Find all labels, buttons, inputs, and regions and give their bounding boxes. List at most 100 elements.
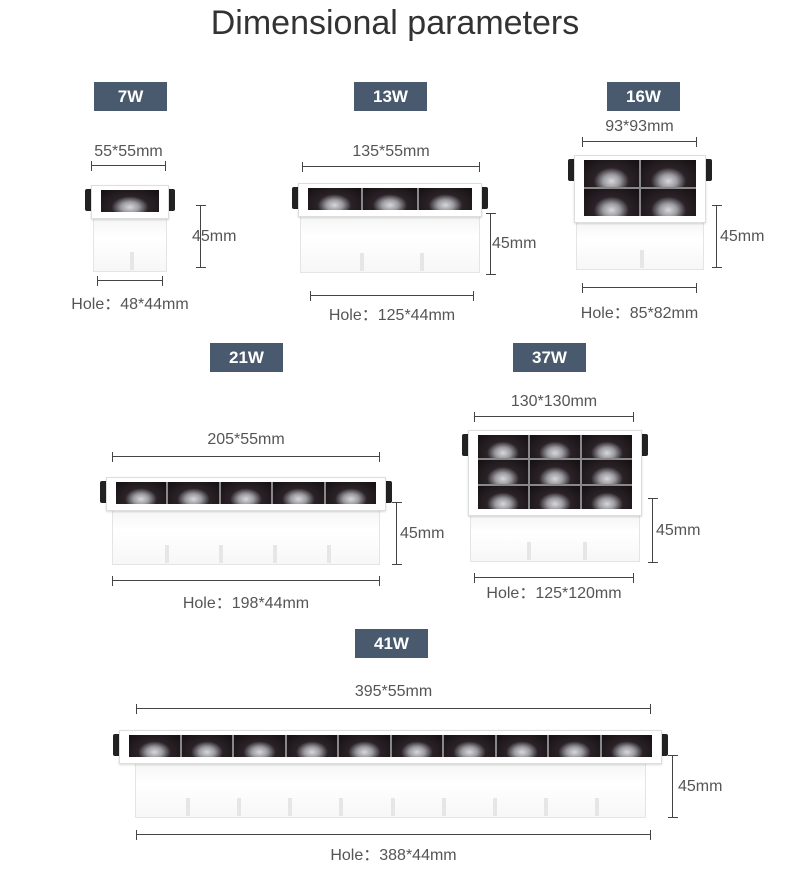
- hole-label: Hole：125*44mm: [328, 307, 456, 324]
- width-dimension-line: [474, 412, 634, 425]
- body-slot: [288, 798, 293, 816]
- led-lens-cell: [363, 188, 417, 210]
- height-label: 45mm: [720, 227, 765, 245]
- fixture-body: [300, 213, 480, 273]
- led-lens-cell: [582, 460, 632, 484]
- height-label: 45mm: [400, 524, 445, 542]
- body-slot: [594, 798, 599, 816]
- led-lens-cell: [478, 460, 528, 484]
- led-lens-cell: [584, 189, 639, 216]
- height-dimension-line: [392, 502, 405, 565]
- body-slot: [186, 798, 191, 816]
- width-label: 55*55mm: [94, 143, 163, 160]
- body-slot: [390, 798, 395, 816]
- led-lens-cell: [530, 485, 580, 509]
- led-lens-cell: [325, 482, 376, 504]
- hole-label: Hole：125*120mm: [486, 585, 622, 602]
- led-module-grid: [308, 188, 472, 210]
- fixture-body: [111, 507, 381, 565]
- spring-clip: [167, 189, 175, 211]
- body-slot: [492, 798, 497, 816]
- width-dimension-line: [91, 161, 166, 174]
- hole-dimension-line: [112, 576, 380, 589]
- height-dimension-line: [648, 498, 661, 563]
- hole-dimension-line: [582, 283, 697, 296]
- led-lens-cell: [391, 735, 442, 757]
- spring-clip: [100, 481, 108, 503]
- led-lens-cell: [582, 435, 632, 459]
- height-label: 45mm: [192, 227, 237, 245]
- led-lens-cell: [584, 160, 639, 187]
- height-dimension-line: [486, 213, 499, 275]
- led-lens-cell: [478, 485, 528, 509]
- downlight-fixture-image: [292, 183, 488, 273]
- led-lens-cell: [549, 735, 600, 757]
- hole-dimension-line: [310, 291, 474, 304]
- hole-label: Hole：388*44mm: [330, 847, 457, 864]
- body-slot: [360, 253, 364, 271]
- body-slot: [640, 250, 644, 268]
- spring-clip: [704, 159, 712, 181]
- width-label: 395*55mm: [354, 683, 433, 700]
- hole-dimension-line: [97, 276, 163, 289]
- width-label: 130*130mm: [510, 393, 598, 410]
- power-badge: 37W: [513, 343, 586, 372]
- led-lens-cell: [601, 735, 652, 757]
- hole-label: Hole：85*82mm: [580, 305, 699, 322]
- height-label: 45mm: [678, 777, 723, 795]
- width-dimension-line: [302, 162, 480, 175]
- page-title: Dimensional parameters: [210, 4, 580, 42]
- width-dimension-line: [582, 137, 697, 150]
- fixture-body: [93, 215, 167, 272]
- spring-clip: [85, 189, 93, 211]
- downlight-fixture-image: [568, 155, 712, 270]
- power-badge: 13W: [354, 82, 427, 111]
- power-badge: 16W: [607, 82, 680, 111]
- height-dimension-line: [196, 205, 209, 268]
- led-lens-cell: [530, 435, 580, 459]
- led-lens-cell: [641, 160, 696, 187]
- led-lens-cell: [496, 735, 547, 757]
- body-slot: [339, 798, 344, 816]
- body-slot: [441, 798, 446, 816]
- hole-dimension-line: [136, 830, 651, 843]
- led-lens-cell: [181, 735, 232, 757]
- body-slot: [543, 798, 548, 816]
- led-lens-cell: [339, 735, 390, 757]
- width-label: 93*93mm: [605, 118, 674, 135]
- body-slot: [130, 252, 134, 270]
- body-slot: [165, 545, 170, 563]
- led-lens-cell: [234, 735, 285, 757]
- spring-clip: [660, 734, 668, 756]
- height-label: 45mm: [492, 235, 537, 252]
- led-lens-cell: [478, 435, 528, 459]
- fixture-body: [470, 512, 640, 562]
- led-lens-cell: [286, 735, 337, 757]
- spring-clip: [113, 734, 121, 756]
- led-module-grid: [129, 735, 652, 757]
- downlight-fixture-image: [462, 430, 648, 562]
- hole-dimension-line: [474, 573, 634, 586]
- downlight-fixture-image: [113, 730, 668, 818]
- led-lens-cell: [220, 482, 272, 504]
- power-badge: 21W: [210, 343, 283, 372]
- body-slot: [219, 545, 224, 563]
- spring-clip: [480, 187, 488, 209]
- body-slot: [420, 253, 424, 271]
- downlight-fixture-image: [100, 477, 392, 565]
- body-slot: [583, 542, 588, 560]
- led-lens-cell: [418, 188, 472, 210]
- body-slot: [526, 542, 531, 560]
- body-slot: [237, 798, 242, 816]
- spring-clip: [640, 434, 648, 456]
- hole-label: Hole：48*44mm: [71, 296, 189, 313]
- led-module-grid: [101, 190, 159, 212]
- led-module-grid: [478, 435, 632, 509]
- spring-clip: [384, 481, 392, 503]
- led-lens-cell: [530, 460, 580, 484]
- led-lens-cell: [116, 482, 167, 504]
- led-lens-cell: [129, 735, 180, 757]
- led-module-grid: [116, 482, 376, 504]
- led-lens-cell: [641, 189, 696, 216]
